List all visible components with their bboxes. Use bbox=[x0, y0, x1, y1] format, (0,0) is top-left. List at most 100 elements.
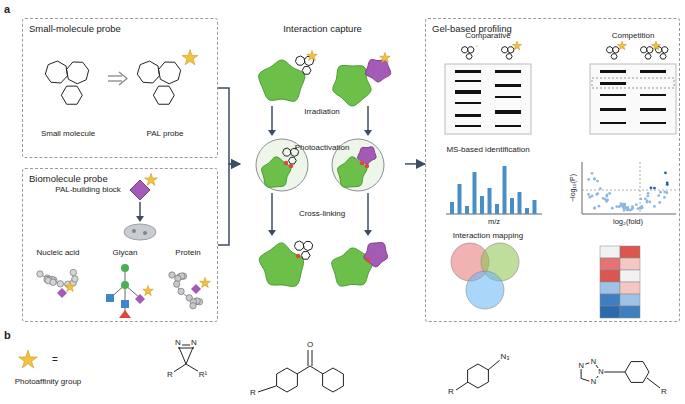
dot bbox=[646, 195, 649, 198]
ring-bond bbox=[301, 252, 310, 260]
ring-bond bbox=[645, 54, 651, 59]
heatmap-cell bbox=[600, 282, 620, 294]
gel-band bbox=[600, 94, 626, 96]
flow-arrow bbox=[218, 88, 240, 164]
photoaffinity-star bbox=[618, 41, 627, 50]
gel-band bbox=[600, 122, 626, 124]
arrow-head bbox=[268, 130, 276, 136]
dot bbox=[650, 186, 653, 189]
dot bbox=[132, 229, 136, 233]
glycan-square bbox=[121, 300, 129, 308]
dot bbox=[365, 164, 369, 168]
photoaffinity-star bbox=[143, 285, 154, 295]
stroke-line bbox=[172, 364, 186, 373]
amino-acid bbox=[175, 275, 181, 281]
ring-bond bbox=[45, 61, 67, 83]
stroke-line bbox=[310, 366, 323, 374]
ms-peak bbox=[465, 206, 469, 214]
dot bbox=[627, 207, 630, 210]
ring-bond bbox=[613, 47, 619, 53]
stroke-line bbox=[139, 202, 141, 217]
ring-bond bbox=[277, 368, 298, 392]
stroke-line bbox=[582, 214, 676, 215]
dot bbox=[622, 203, 625, 206]
figure-label: m/z bbox=[488, 218, 500, 226]
ms-peak bbox=[488, 188, 492, 214]
dot bbox=[289, 164, 293, 168]
figure-label: MS-based identification bbox=[446, 146, 529, 154]
dot bbox=[622, 205, 625, 208]
figure-label: = bbox=[52, 355, 58, 366]
section-title: Small-molecule probe bbox=[23, 19, 217, 38]
gel-band bbox=[455, 125, 481, 127]
heatmap-cell bbox=[620, 306, 640, 318]
photoaffinity-star bbox=[307, 50, 318, 60]
amino-acid bbox=[169, 272, 175, 278]
dot bbox=[666, 183, 669, 186]
building-block-diamond bbox=[135, 294, 145, 304]
figure-label: Comparative bbox=[465, 32, 510, 40]
stroke-line bbox=[108, 75, 122, 76]
ms-peak bbox=[458, 184, 462, 214]
figure-label: −log₁₀(P) bbox=[569, 174, 576, 202]
ring-bond bbox=[611, 54, 617, 59]
building-block-diamond bbox=[57, 288, 67, 298]
ms-peak bbox=[450, 202, 454, 214]
venn-circle bbox=[466, 271, 504, 309]
dot bbox=[593, 178, 596, 181]
ring-bond bbox=[461, 47, 467, 53]
stroke-line bbox=[271, 193, 273, 231]
protein-blob bbox=[338, 157, 367, 187]
amino-acid bbox=[174, 281, 180, 287]
ring-bond bbox=[61, 86, 82, 104]
atom-label: N bbox=[590, 358, 597, 366]
figure-label: Small molecule bbox=[41, 130, 95, 138]
figure-label: Photoactivation bbox=[295, 144, 350, 152]
gel-band bbox=[495, 110, 521, 114]
ring-bond bbox=[508, 47, 514, 53]
atom-label: R bbox=[447, 388, 455, 396]
dot bbox=[659, 191, 662, 194]
ring-bond bbox=[303, 241, 312, 250]
atom-label: N bbox=[190, 339, 198, 347]
nucleotide bbox=[57, 281, 63, 287]
nucleotide bbox=[72, 276, 78, 282]
dot bbox=[663, 196, 666, 199]
stroke-line bbox=[488, 360, 500, 370]
dot bbox=[653, 187, 656, 190]
figure-label: PAL-building block bbox=[55, 186, 121, 194]
heatmap-cell bbox=[620, 282, 640, 294]
figure-label: Interaction mapping bbox=[453, 232, 523, 240]
ring-bond bbox=[137, 61, 159, 83]
ring-bond bbox=[302, 67, 311, 75]
dot bbox=[366, 258, 370, 262]
ms-peak bbox=[533, 200, 537, 214]
arrow-head bbox=[364, 230, 372, 236]
panel-letter: b bbox=[4, 330, 11, 342]
stroke-line bbox=[312, 350, 313, 366]
ring-bond bbox=[640, 47, 646, 53]
dot bbox=[606, 193, 609, 196]
protein-blob bbox=[364, 243, 388, 267]
protein-blob bbox=[259, 60, 305, 101]
glycan-triangle bbox=[119, 310, 131, 318]
dot bbox=[596, 192, 599, 195]
protein-blob bbox=[358, 147, 377, 164]
glycan-square bbox=[106, 294, 114, 302]
ring-bond bbox=[506, 54, 512, 59]
gel-band bbox=[640, 94, 666, 96]
dot bbox=[284, 161, 288, 165]
dot bbox=[598, 205, 601, 208]
ring-bond bbox=[468, 364, 489, 388]
ms-peak bbox=[525, 208, 529, 214]
photoaffinity-star bbox=[182, 50, 198, 65]
dot bbox=[587, 178, 590, 181]
stroke-line bbox=[297, 366, 310, 374]
section-title: Interaction capture bbox=[241, 19, 404, 38]
figure-label: Nucleic acid bbox=[36, 249, 79, 257]
figure-label: PAL probe bbox=[147, 130, 184, 138]
atom-label: R bbox=[166, 371, 174, 379]
dot bbox=[360, 161, 364, 165]
stroke-line bbox=[258, 386, 276, 392]
